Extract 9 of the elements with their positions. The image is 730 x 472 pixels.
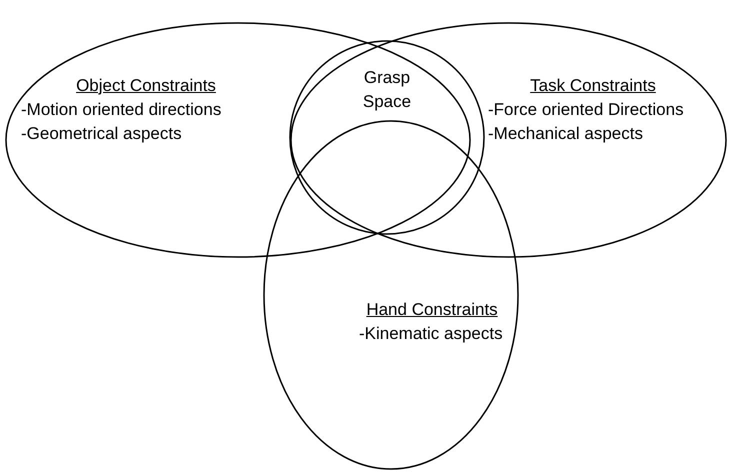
aspect-item: -Force oriented Directions — [488, 99, 685, 121]
set-heading: Object Constraints — [76, 75, 216, 97]
set-heading: Hand Constraints — [366, 299, 498, 321]
aspect-item: -Mechanical aspects — [488, 123, 644, 145]
aspect-item: -Motion oriented directions — [21, 99, 222, 121]
aspect-item: -Geometrical aspects — [21, 123, 183, 145]
aspect-item: -Kinematic aspects — [359, 323, 504, 345]
set-label: Grasp Space — [362, 67, 412, 113]
set-heading: Task Constraints — [530, 75, 656, 97]
